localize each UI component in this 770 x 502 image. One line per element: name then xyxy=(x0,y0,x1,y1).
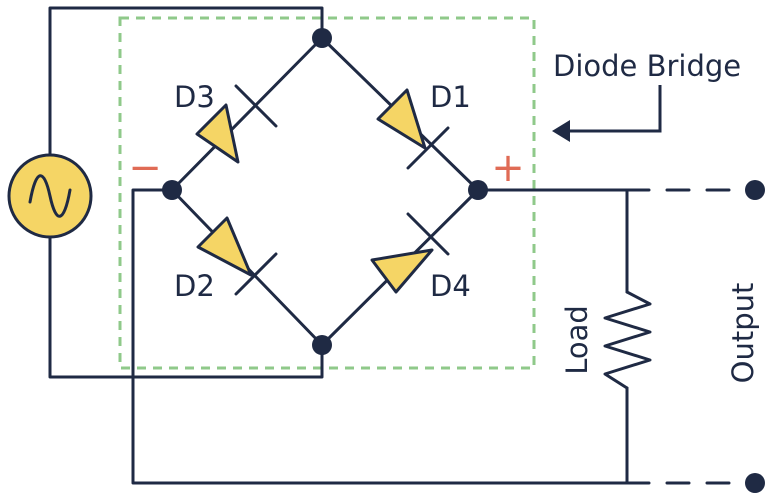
load-label: Load xyxy=(560,305,594,375)
source-bottom-wire xyxy=(48,236,324,379)
diode-d3-icon xyxy=(195,84,278,164)
diode-d1-label: D1 xyxy=(430,80,471,114)
node-left xyxy=(162,180,182,200)
source-top-wire xyxy=(48,6,324,157)
circuit-wires xyxy=(48,6,757,485)
wire-top-left xyxy=(170,36,324,192)
diode-d2-label: D2 xyxy=(174,269,215,303)
resistor-icon xyxy=(603,290,652,390)
ac-source-icon xyxy=(7,153,93,239)
negative-return-wire xyxy=(131,188,629,485)
node-top xyxy=(312,28,332,48)
node-bottom xyxy=(312,335,332,355)
left-arrow-icon xyxy=(552,85,662,142)
node-right xyxy=(468,180,488,200)
diode-d3-label: D3 xyxy=(174,80,215,114)
negative-terminal-sign: − xyxy=(128,145,162,191)
diode-bridge-label: Diode Bridge xyxy=(553,49,741,83)
output-terminal-bottom xyxy=(745,473,765,493)
positive-terminal-sign: + xyxy=(491,145,525,191)
diode-d4-label: D4 xyxy=(430,269,471,303)
output-terminal-top xyxy=(745,180,765,200)
diode-d4-icon xyxy=(370,212,450,294)
diode-bridge-outline xyxy=(118,16,536,370)
diode-d2-icon xyxy=(196,216,278,296)
output-label: Output xyxy=(726,283,760,384)
diode-d1-icon xyxy=(376,88,450,170)
